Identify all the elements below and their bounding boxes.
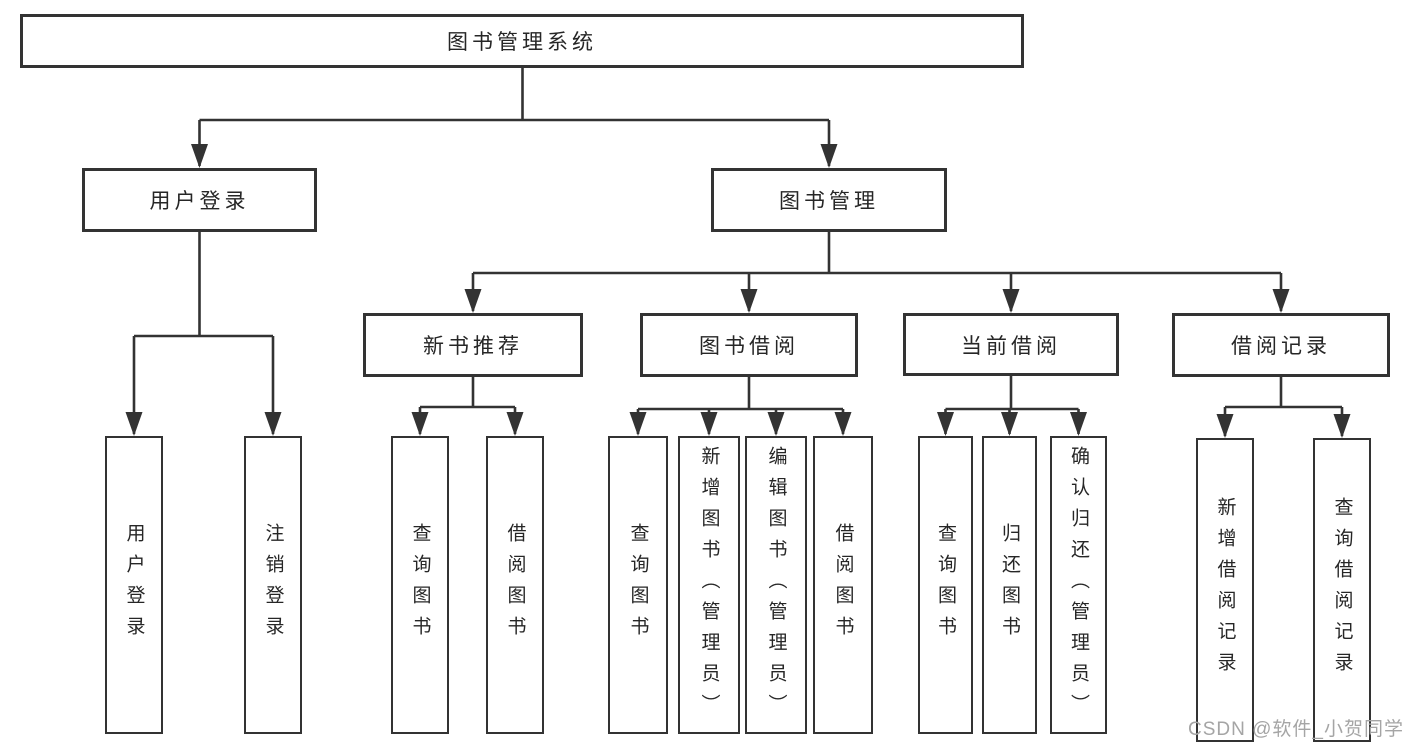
- node-label: 用户登录: [149, 190, 250, 213]
- node-label: 借阅记录: [1231, 335, 1331, 358]
- watermark: CSDN @软件_小贺同学: [1188, 719, 1404, 740]
- leaf-add-borrow-record: 新增借阅记录: [1196, 438, 1254, 742]
- node-label: 编辑图书（管理员）: [765, 445, 787, 725]
- node-label: 新书推荐: [423, 335, 523, 358]
- leaf-query-book-borrow: 查询图书: [608, 436, 668, 734]
- node-label: 图书管理系统: [447, 31, 597, 54]
- node-label: 图书借阅: [699, 335, 799, 358]
- node-label: 确认归还（管理员）: [1068, 445, 1089, 725]
- node-book-borrow: 图书借阅: [640, 313, 858, 377]
- leaf-query-book-current: 查询图书: [918, 436, 973, 734]
- leaf-query-borrow-record: 查询借阅记录: [1313, 438, 1371, 742]
- node-label: 查询图书: [409, 523, 431, 647]
- node-label: 查询图书: [627, 523, 649, 647]
- leaf-query-book-recommend: 查询图书: [391, 436, 449, 734]
- node-label: 新增借阅记录: [1214, 497, 1236, 683]
- node-label: 查询图书: [935, 523, 956, 647]
- node-label: 借阅图书: [504, 523, 526, 647]
- node-label: 当前借阅: [961, 334, 1061, 358]
- node-label: 查询借阅记录: [1331, 497, 1353, 683]
- leaf-edit-book-admin: 编辑图书（管理员）: [745, 436, 807, 734]
- node-label: 归还图书: [999, 523, 1020, 647]
- node-borrow-records: 借阅记录: [1172, 313, 1390, 377]
- node-label: 图书管理: [779, 190, 879, 213]
- leaf-borrow-book-recommend: 借阅图书: [486, 436, 544, 734]
- node-user-login: 用户登录: [82, 168, 317, 232]
- node-library-management-system: 图书管理系统: [20, 14, 1024, 68]
- leaf-return-book: 归还图书: [982, 436, 1037, 734]
- leaf-confirm-return-admin: 确认归还（管理员）: [1050, 436, 1107, 734]
- leaf-user-login: 用户登录: [105, 436, 163, 734]
- node-label: 用户登录: [123, 523, 145, 647]
- leaf-add-book-admin: 新增图书（管理员）: [678, 436, 740, 734]
- leaf-logout: 注销登录: [244, 436, 302, 734]
- node-label: 注销登录: [262, 523, 284, 647]
- leaf-borrow-book: 借阅图书: [813, 436, 873, 734]
- node-new-book-recommend: 新书推荐: [363, 313, 583, 377]
- node-label: 新增图书（管理员）: [698, 445, 720, 725]
- node-label: 借阅图书: [832, 523, 854, 647]
- node-current-borrow: 当前借阅: [903, 313, 1119, 376]
- node-book-management: 图书管理: [711, 168, 947, 232]
